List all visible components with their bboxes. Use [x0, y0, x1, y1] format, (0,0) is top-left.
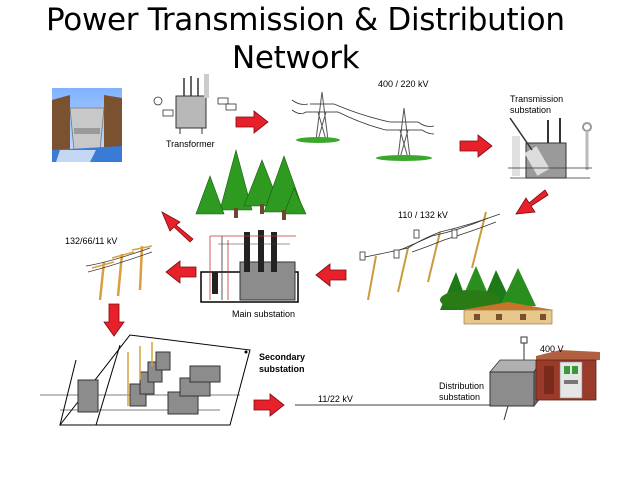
label-secondary-substation-line1: Secondary	[259, 352, 306, 362]
label-110-132kv: 110 / 132 kV	[398, 210, 448, 220]
main-substation-icon	[200, 230, 299, 303]
label-secondary-substation-line2: substation	[259, 364, 305, 374]
label-main-substation: Main substation	[232, 309, 296, 319]
title-line-1: Power Transmission & Distribution	[46, 2, 565, 38]
arrow-up-to-forest	[161, 211, 194, 243]
arrow-poles-to-main-substation	[315, 263, 347, 287]
title-line-2: Network	[232, 40, 360, 76]
arrow-down-to-secondary	[103, 303, 125, 337]
ground-grass	[296, 137, 432, 161]
arrow-plant-to-towers	[235, 110, 269, 134]
low-voltage-cabinet-image	[535, 350, 600, 401]
forest-trees-image	[195, 148, 307, 220]
wooden-pole-lines	[85, 247, 153, 273]
arrow-towers-to-substation	[459, 134, 493, 158]
subtransmission-poles	[367, 211, 487, 301]
flow-arrows	[103, 110, 549, 417]
distribution-substation-icon	[489, 336, 543, 421]
label-132-66-11kv: 132/66/11 kV	[65, 236, 118, 246]
label-distribution-substation-line1: Distribution	[439, 381, 485, 391]
power-plant-dam-image	[52, 88, 122, 162]
label-400v: 400 V	[540, 344, 564, 354]
arrow-secondary-to-line	[253, 393, 285, 417]
label-distribution-substation-line2: substation	[439, 392, 481, 402]
transmission-substation-icon	[508, 117, 592, 179]
label-transmission-substation-line1: Transmission	[510, 94, 564, 104]
wooden-distribution-poles	[91, 245, 153, 301]
label-400-220kv: 400 / 220 kV	[378, 79, 429, 89]
subtransmission-lines	[359, 213, 501, 261]
secondary-substation-icon	[40, 334, 251, 426]
houses-with-trees-image	[440, 266, 554, 325]
transmission-lines	[291, 99, 435, 135]
arrow-main-substation-left	[165, 260, 197, 284]
arrow-substation-to-poles	[515, 189, 549, 215]
generator-transformer-icon	[153, 74, 237, 134]
transmission-tower-icon	[306, 91, 422, 159]
label-transformer: Transformer	[166, 139, 215, 149]
label-11-22kv: 11/22 kV	[318, 394, 353, 404]
label-transmission-substation-line2: substation	[510, 105, 552, 115]
